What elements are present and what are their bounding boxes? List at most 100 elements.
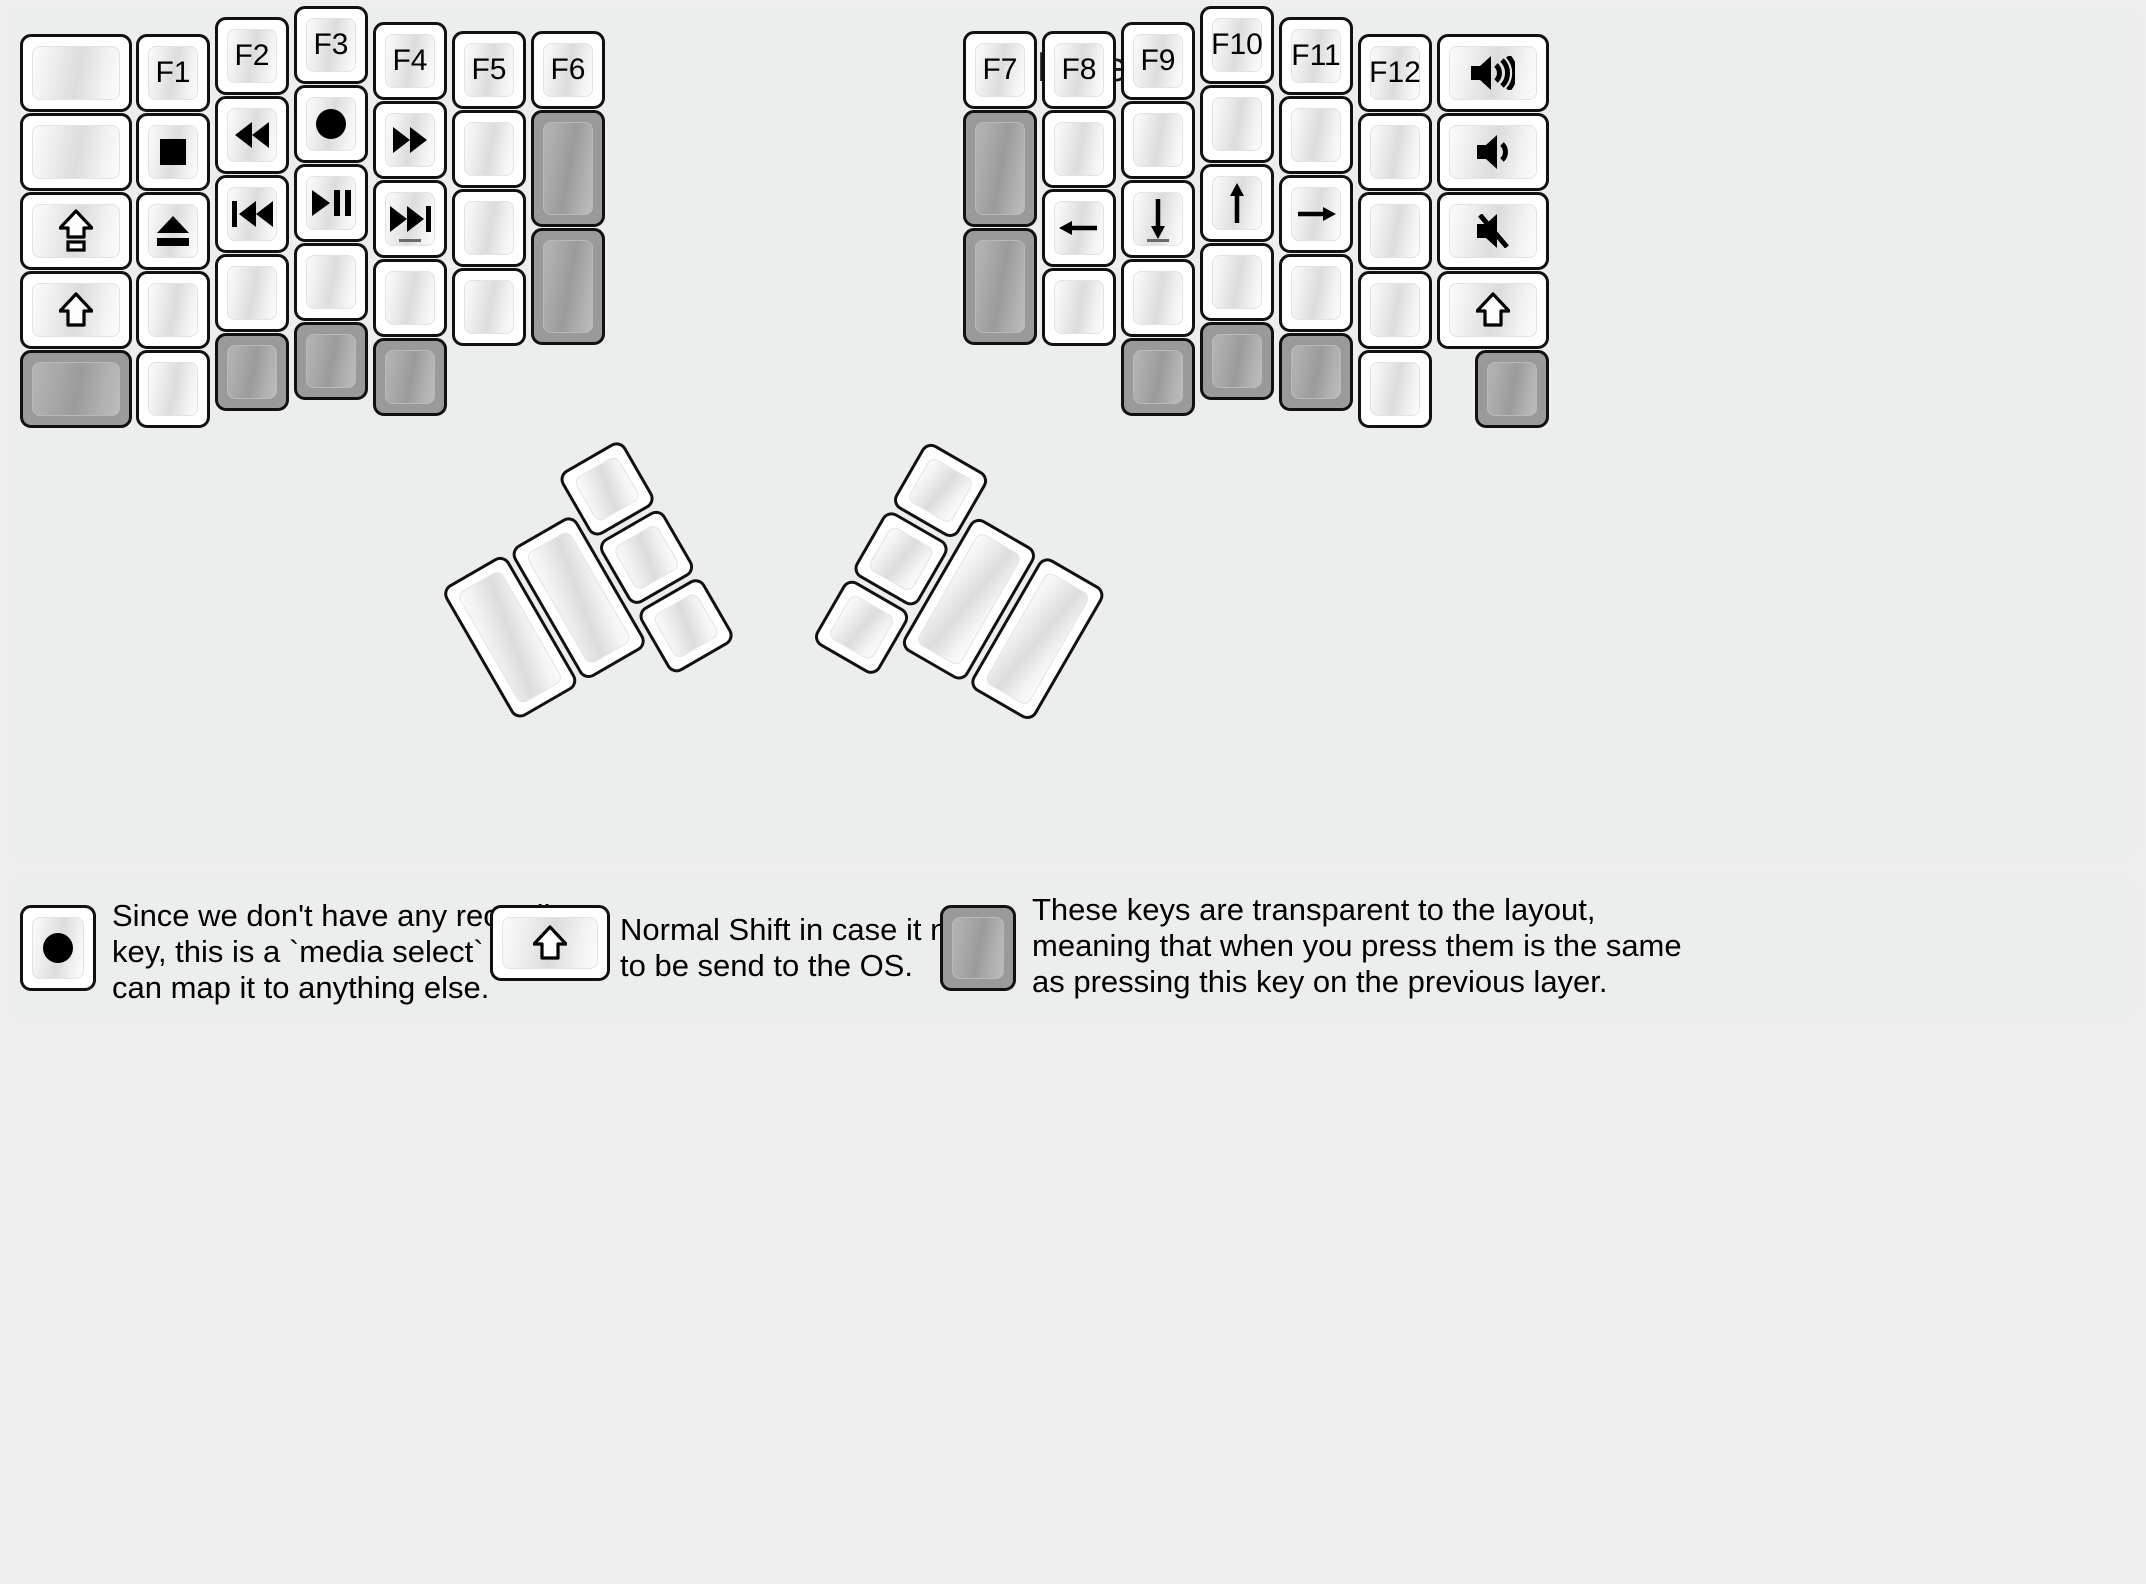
left-col-f4-key-5[interactable] (373, 338, 447, 416)
right-col-f11-key-1[interactable]: F11 (1279, 17, 1353, 95)
keycap-face (148, 125, 198, 179)
keycap-face (1291, 345, 1341, 399)
right-col-f10-key-4[interactable] (1200, 243, 1274, 321)
right-col-f10-key-1[interactable]: F10 (1200, 6, 1274, 84)
right-col-f11-key-5[interactable] (1279, 333, 1353, 411)
left-col-f5-key-1[interactable]: F5 (452, 31, 526, 109)
left-col-f5-key-2[interactable] (452, 110, 526, 188)
left-col-f1-key-5[interactable] (136, 350, 210, 428)
keycap-face: F7 (975, 43, 1025, 97)
keycap-face: F11 (1291, 29, 1341, 83)
right-col-f7-key-2[interactable] (963, 110, 1037, 227)
right-col-f7-key-1[interactable]: F7 (963, 31, 1037, 109)
keycap-face (227, 266, 277, 320)
right-col-f12-key-3[interactable] (1358, 192, 1432, 270)
left-col-outer-left-key-3[interactable] (20, 192, 132, 270)
keycap-face: F3 (306, 18, 356, 72)
legend-record-swatch-key[interactable] (20, 905, 96, 991)
right-col-f11-key-3[interactable] (1279, 175, 1353, 253)
right-col-outer-right-key-2[interactable] (1437, 113, 1549, 191)
keycap-face (227, 345, 277, 399)
left-col-f5-key-4[interactable] (452, 268, 526, 346)
right-col-f9-key-1[interactable]: F9 (1121, 22, 1195, 100)
keycap-face (1212, 97, 1262, 151)
right-col-f12-key-4[interactable] (1358, 271, 1432, 349)
right-col-f11-key-4[interactable] (1279, 254, 1353, 332)
keycap-face (1212, 176, 1262, 230)
left-col-f2-key-5[interactable] (215, 333, 289, 411)
left-col-f6-key-2[interactable] (531, 110, 605, 227)
arrow-right-icon (1296, 200, 1336, 228)
left-col-f6-key-1[interactable]: F6 (531, 31, 605, 109)
left-col-f4-key-2[interactable] (373, 101, 447, 179)
right-col-outer-right-key-5[interactable] (1475, 350, 1549, 428)
right-col-outer-right-key-4[interactable] (1437, 271, 1549, 349)
left-col-f1-key-1[interactable]: F1 (136, 34, 210, 112)
keycap-label: F6 (550, 53, 586, 86)
right-col-outer-right-key-1[interactable] (1437, 34, 1549, 112)
keycap-face (543, 240, 593, 333)
left-col-f4-key-3[interactable] (373, 180, 447, 258)
left-col-f3-key-2[interactable] (294, 85, 368, 163)
right-col-f10-key-5[interactable] (1200, 322, 1274, 400)
left-col-f3-key-3[interactable] (294, 164, 368, 242)
keycap-underline-marker (1147, 239, 1169, 242)
right-col-f9-key-3[interactable] (1121, 180, 1195, 258)
left-col-f3-key-1[interactable]: F3 (294, 6, 368, 84)
keycap-face (543, 122, 593, 215)
right-col-outer-right-key-3[interactable] (1437, 192, 1549, 270)
right-col-f12-key-2[interactable] (1358, 113, 1432, 191)
left-col-outer-left-key-2[interactable] (20, 113, 132, 191)
left-col-f2-key-3[interactable] (215, 175, 289, 253)
right-col-f12-key-5[interactable] (1358, 350, 1432, 428)
right-col-f9-key-4[interactable] (1121, 259, 1195, 337)
fast-forward-icon (393, 127, 427, 153)
keycap-face (464, 122, 514, 176)
right-col-f8-key-1[interactable]: F8 (1042, 31, 1116, 109)
keycap-label: F2 (234, 39, 270, 72)
keycap-face (1291, 266, 1341, 320)
keycap-face (306, 176, 356, 230)
legend-transparent-swatch-key[interactable] (940, 905, 1016, 991)
right-col-f9-key-2[interactable] (1121, 101, 1195, 179)
left-col-f3-key-5[interactable] (294, 322, 368, 400)
right-col-f11-key-2[interactable] (1279, 96, 1353, 174)
left-col-f3-key-4[interactable] (294, 243, 368, 321)
right-col-f8-key-4[interactable] (1042, 268, 1116, 346)
left-col-outer-left-key-1[interactable] (20, 34, 132, 112)
left-col-f5-key-3[interactable] (452, 189, 526, 267)
left-col-f1-key-4[interactable] (136, 271, 210, 349)
left-col-f6-key-3[interactable] (531, 228, 605, 345)
keycap-face: F12 (1369, 46, 1421, 100)
right-col-f7-key-3[interactable] (963, 228, 1037, 345)
left-col-f4-key-1[interactable]: F4 (373, 22, 447, 100)
keycap-label: F1 (155, 56, 191, 89)
left-col-f1-key-3[interactable] (136, 192, 210, 270)
keycap-label: F10 (1211, 28, 1263, 61)
keycap-face (1449, 125, 1537, 179)
legend-record-text: Since we don't have any recording key, t… (112, 898, 594, 1005)
right-col-f8-key-3[interactable] (1042, 189, 1116, 267)
left-col-f4-key-4[interactable] (373, 259, 447, 337)
keycap-label: F8 (1061, 53, 1097, 86)
left-col-f2-key-1[interactable]: F2 (215, 17, 289, 95)
right-col-f8-key-2[interactable] (1042, 110, 1116, 188)
arrow-left-icon (1059, 214, 1099, 242)
keycap-face (32, 125, 120, 179)
left-col-f2-key-4[interactable] (215, 254, 289, 332)
left-col-f2-key-2[interactable] (215, 96, 289, 174)
right-col-f10-key-2[interactable] (1200, 85, 1274, 163)
keycap-face (975, 240, 1025, 333)
right-col-f10-key-3[interactable] (1200, 164, 1274, 242)
right-col-f12-key-1[interactable]: F12 (1358, 34, 1432, 112)
keycap-face: F1 (148, 46, 198, 100)
left-col-outer-left-key-5[interactable] (20, 350, 132, 428)
right-col-f9-key-5[interactable] (1121, 338, 1195, 416)
legend-shift-swatch-key[interactable] (490, 905, 610, 981)
keycap-face (32, 362, 120, 416)
left-col-outer-left-key-4[interactable] (20, 271, 132, 349)
left-col-f1-key-2[interactable] (136, 113, 210, 191)
keycap-face (385, 350, 435, 404)
keycap-face: F10 (1211, 18, 1263, 72)
